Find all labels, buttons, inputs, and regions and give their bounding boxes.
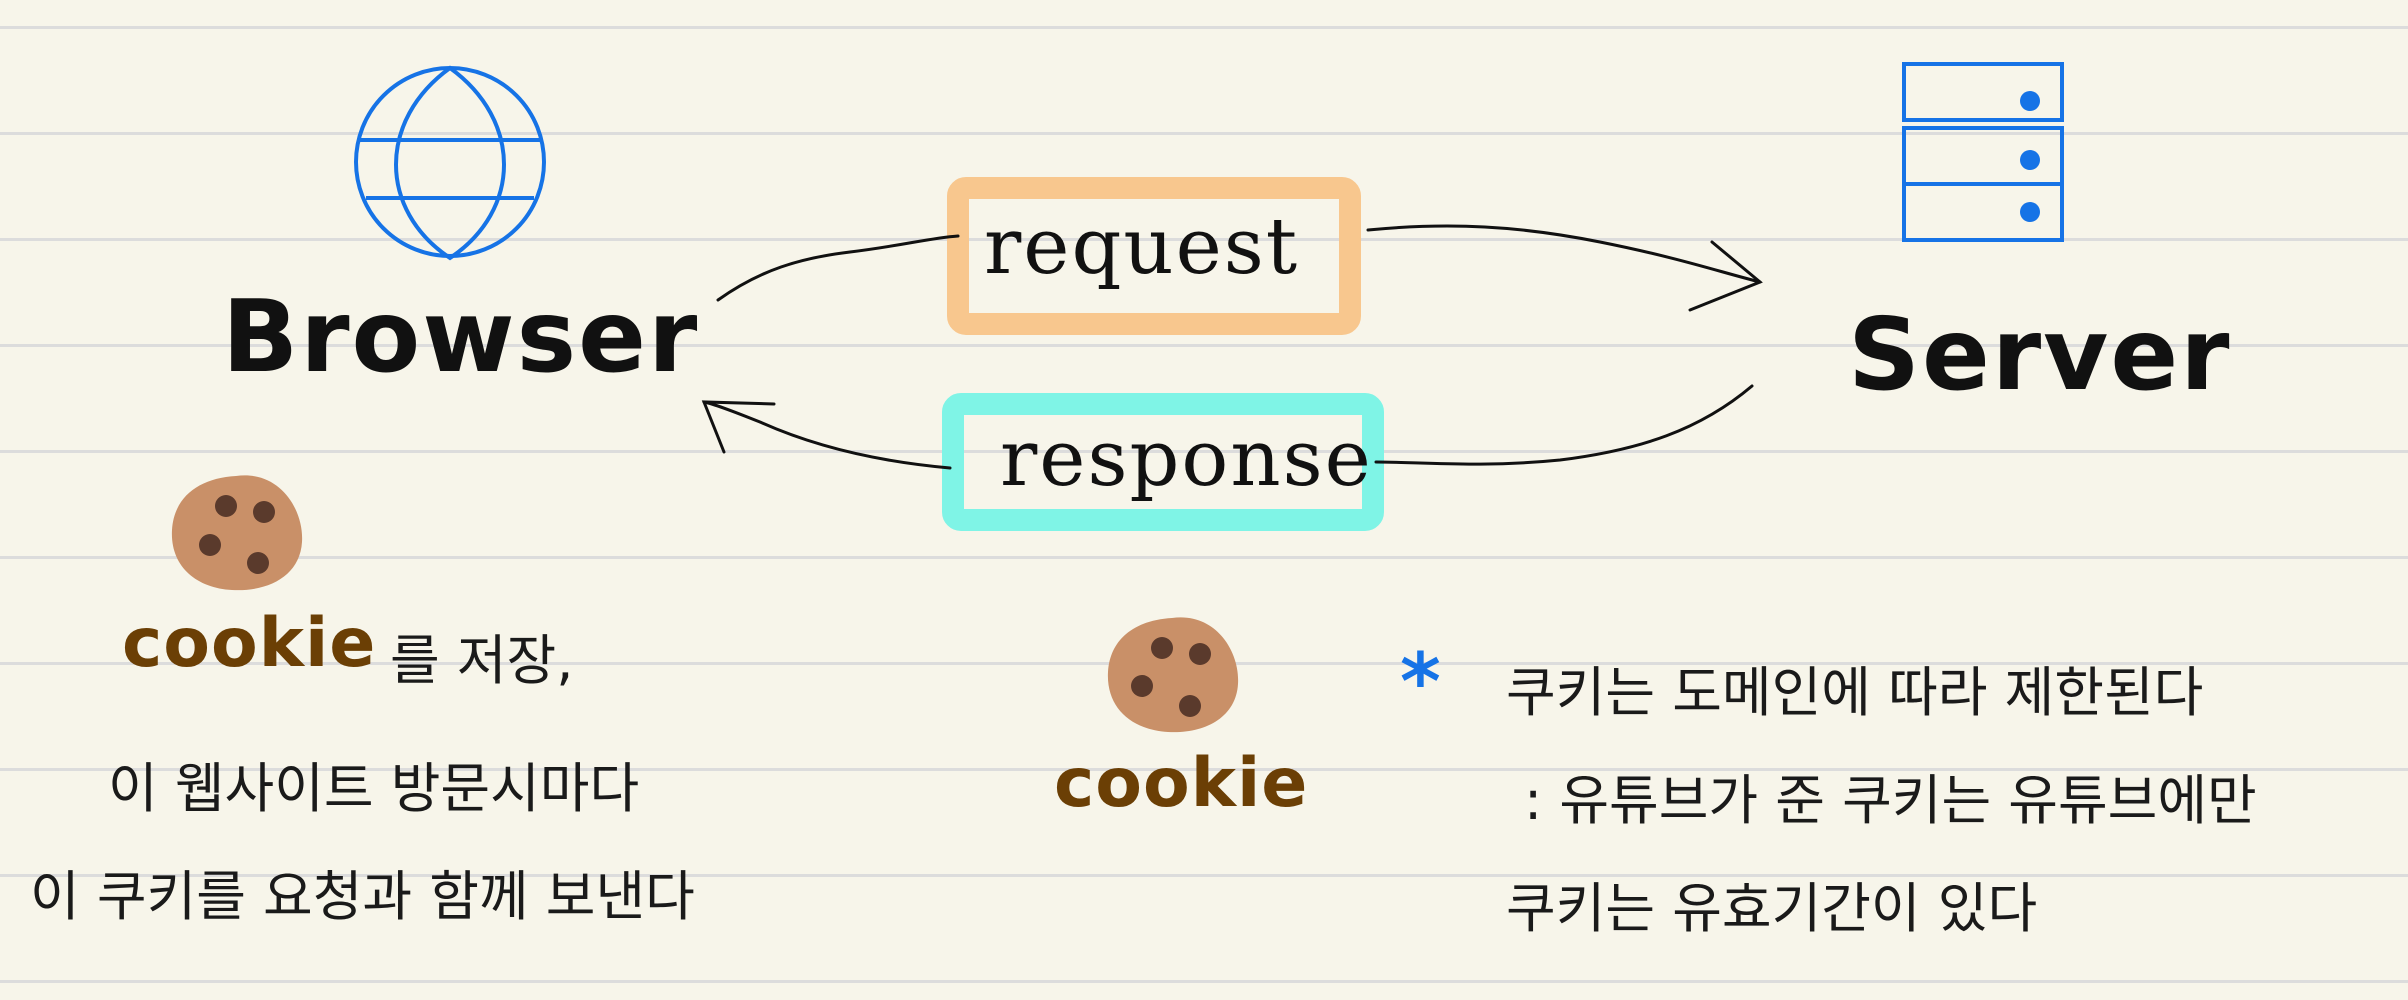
request-box <box>947 177 1361 335</box>
cookie-icon <box>171 475 303 591</box>
ruled-line <box>0 556 2408 559</box>
server-label: Server <box>1848 296 2232 413</box>
ruled-line <box>0 26 2408 29</box>
ruled-line <box>0 980 2408 983</box>
ruled-line <box>0 450 2408 453</box>
right-note-line3: 쿠키는 유효기간이 있다 <box>1506 877 2038 940</box>
cookie-label-center: cookie <box>1054 744 1309 823</box>
ruled-line <box>0 344 2408 347</box>
response-arrow <box>701 384 1754 470</box>
asterisk-icon: * <box>1400 638 1441 728</box>
browser-label: Browser <box>222 278 700 395</box>
ruled-line <box>0 768 2408 771</box>
globe-icon <box>354 65 546 261</box>
request-label: request <box>984 202 1300 292</box>
ruled-line <box>0 132 2408 135</box>
left-note-line2: 이 웹사이트 방문시마다 <box>108 757 640 820</box>
right-note-line1: 쿠키는 도메인에 따라 제한된다 <box>1506 661 2204 724</box>
right-note-line2: : 유튜브가 준 쿠키는 유튜브에만 <box>1524 769 2257 832</box>
response-box <box>942 393 1384 531</box>
left-note-line3: 이 쿠키를 요청과 함께 보낸다 <box>30 865 695 928</box>
request-arrow <box>716 224 1763 312</box>
left-note-line1-suffix: 를 저장, <box>390 629 574 692</box>
cookie-label-left: cookie <box>122 604 377 683</box>
ruled-line <box>0 874 2408 877</box>
server-stack-icon <box>1902 62 2064 242</box>
ruled-line <box>0 238 2408 241</box>
response-label: response <box>1000 414 1373 504</box>
cookie-icon <box>1107 617 1239 733</box>
